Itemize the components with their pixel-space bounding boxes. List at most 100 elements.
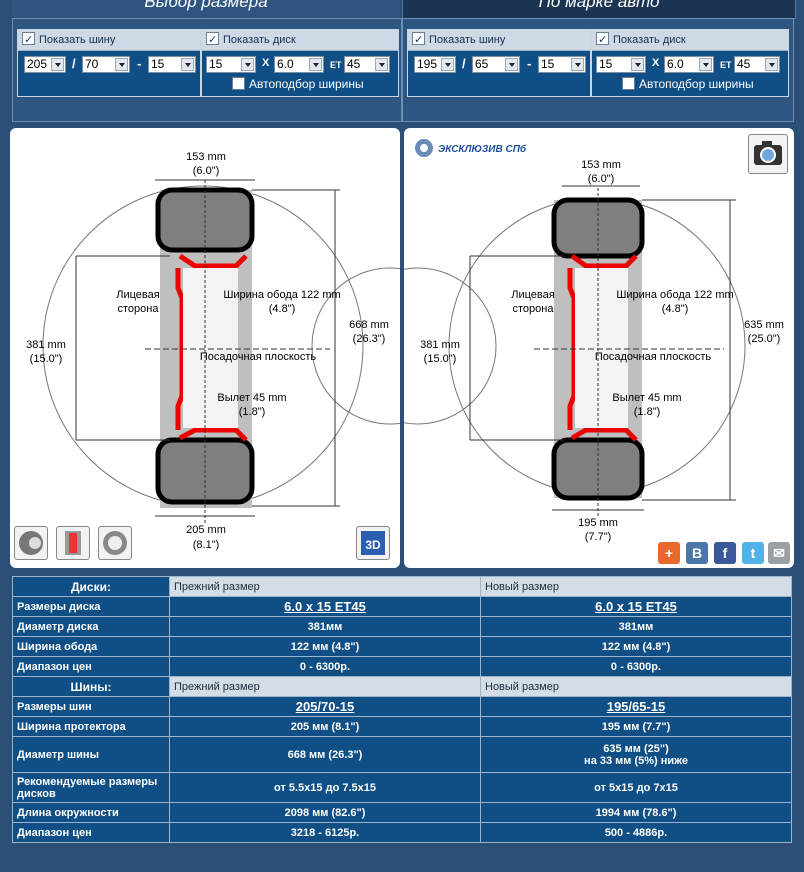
show-disk-toggle[interactable]: Показать диск — [202, 30, 398, 51]
prev-value: 2098 мм (82.6") — [169, 802, 481, 823]
rim-width-inch-label: (4.8") — [662, 303, 689, 315]
chevron-down-icon — [309, 58, 322, 71]
prev-value: 3218 - 6125р. — [169, 822, 481, 843]
row-label: Размеры шин — [12, 696, 170, 717]
tab-label: По марке авто — [538, 0, 660, 11]
row-label: Диаметр шины — [12, 736, 170, 773]
disks-section-title: Диски: — [12, 576, 170, 597]
tire-profile-select[interactable]: 70 — [82, 56, 130, 73]
face-side-label-2: сторона — [513, 303, 555, 315]
brand-logo-icon — [415, 139, 433, 157]
x-separator: X — [262, 57, 270, 69]
svg-text:3D: 3D — [365, 538, 381, 552]
camera-icon[interactable] — [748, 134, 788, 174]
tire-view-icon[interactable] — [14, 526, 48, 560]
prev-disk-size-link[interactable]: 6.0 x 15 ET45 — [284, 599, 366, 614]
checkbox-icon[interactable] — [22, 30, 35, 50]
et-label: ET — [720, 60, 732, 70]
tire-diagram-right: ЭКСКЛЮЗИВ СПб 153 mm (6.0") Лицевая стор… — [404, 139, 784, 543]
new-tire-size-link[interactable]: 195/65-15 — [606, 699, 666, 714]
tire-diameter-inch-label: (25.0") — [748, 333, 781, 345]
new-value: 0 - 6300р. — [480, 656, 792, 677]
section-view-icon[interactable] — [56, 526, 90, 560]
new-disk-size-link[interactable]: 6.0 x 15 ET45 — [595, 599, 677, 614]
disk-width-select[interactable]: 6.0 — [274, 56, 324, 73]
bottom-width-inch-label: (8.1") — [193, 539, 220, 551]
disk-diameter-select[interactable]: 15 — [596, 56, 646, 73]
row-label: Диаметр диска — [12, 616, 170, 637]
chevron-down-icon — [765, 58, 778, 71]
table-row: Ширина протектора 205 мм (8.1") 195 мм (… — [12, 716, 792, 737]
comparison-table: Диски: Прежний размер Новый размер Разме… — [12, 576, 792, 843]
disk-width-select[interactable]: 6.0 — [664, 56, 714, 73]
tire-profile-select[interactable]: 65 — [472, 56, 520, 73]
checkbox-icon[interactable] — [412, 30, 425, 50]
rim-width-label: Ширина обода 122 mm — [223, 289, 340, 301]
table-row: Размеры диска 6.0 x 15 ET45 6.0 x 15 ET4… — [12, 596, 792, 617]
disk-et-select[interactable]: 45 — [734, 56, 780, 73]
chevron-down-icon — [571, 58, 584, 71]
rim-width-inch-label: (4.8") — [269, 303, 296, 315]
prev-value: 122 мм (4.8") — [169, 636, 481, 657]
new-value: 195 мм (7.7") — [480, 716, 792, 737]
auto-width-toggle[interactable]: Автоподбор ширины — [232, 77, 364, 91]
show-tire-toggle[interactable]: Показать шину — [408, 30, 590, 51]
new-value: 122 мм (4.8") — [480, 636, 792, 657]
wheel-view-icon[interactable] — [98, 526, 132, 560]
table-row: Шины: Прежний размер Новый размер — [12, 676, 792, 697]
tire-diameter-select[interactable]: 15 — [538, 56, 586, 73]
tab-by-car[interactable]: По марке авто — [402, 0, 796, 19]
table-row: Размеры шин 205/70-15 195/65-15 — [12, 696, 792, 717]
prev-tire-size-link[interactable]: 205/70-15 — [295, 699, 355, 714]
rim-diameter-label: 381 mm — [26, 339, 66, 351]
tire-diameter-label: 635 mm — [744, 319, 784, 331]
rim-profile — [567, 253, 638, 442]
chevron-down-icon — [115, 58, 128, 71]
disk-diameter-select[interactable]: 15 — [206, 56, 256, 73]
table-row: Ширина обода 122 мм (4.8") 122 мм (4.8") — [12, 636, 792, 657]
prev-value: от 5.5x15 до 7.5x15 — [169, 772, 481, 803]
tire-diameter-inch-label: (26.3") — [353, 333, 386, 345]
prev-size-header: Прежний размер — [169, 676, 481, 697]
show-disk-toggle[interactable]: Показать диск — [592, 30, 788, 51]
checkbox-icon[interactable] — [206, 30, 219, 50]
new-value: 500 - 4886р. — [480, 822, 792, 843]
share-plus-icon[interactable]: + — [658, 542, 680, 564]
show-tire-label: Показать шину — [429, 34, 506, 46]
chevron-down-icon — [505, 58, 518, 71]
prev-value: 381мм — [169, 616, 481, 637]
new-size-header: Новый размер — [480, 576, 792, 597]
offset-inch-label: (1.8") — [634, 406, 661, 418]
tire-width-select[interactable]: 195 — [414, 56, 456, 73]
disk-et-select[interactable]: 45 — [344, 56, 390, 73]
face-side-label: Лицевая — [116, 289, 159, 301]
top-width-label: 153 mm — [581, 159, 621, 171]
checkbox-icon[interactable] — [622, 77, 635, 90]
mail-icon[interactable]: ✉ — [768, 542, 790, 564]
rim-diameter-inch-label: (15.0") — [424, 353, 457, 365]
chevron-down-icon — [51, 58, 64, 71]
row-label: Рекомендуемые размеры дисков — [12, 772, 170, 803]
table-row: Диапазон цен 0 - 6300р. 0 - 6300р. — [12, 656, 792, 677]
tab-size-selection[interactable]: Выбор размера — [12, 0, 400, 18]
show-tire-label: Показать шину — [39, 34, 116, 46]
vk-icon[interactable]: B — [686, 542, 708, 564]
tire-width-select[interactable]: 205 — [24, 56, 66, 73]
3d-view-icon[interactable]: 3D — [356, 526, 390, 560]
twitter-icon[interactable]: t — [742, 542, 764, 564]
new-value: 381мм — [480, 616, 792, 637]
prev-value: 205 мм (8.1") — [169, 716, 481, 737]
table-row: Диаметр диска 381мм 381мм — [12, 616, 792, 637]
show-tire-toggle[interactable]: Показать шину — [18, 30, 200, 51]
checkbox-icon[interactable] — [232, 77, 245, 90]
x-separator: X — [652, 57, 660, 69]
new-value: 1994 мм (78.6") — [480, 802, 792, 823]
table-row: Длина окружности 2098 мм (82.6") 1994 мм… — [12, 802, 792, 823]
facebook-icon[interactable]: f — [714, 542, 736, 564]
tire-diameter-select[interactable]: 15 — [148, 56, 196, 73]
new-value-line: 635 мм (25") — [603, 742, 669, 755]
auto-width-toggle[interactable]: Автоподбор ширины — [622, 77, 754, 91]
offset-inch-label: (1.8") — [239, 406, 266, 418]
rim-circle — [311, 267, 400, 425]
checkbox-icon[interactable] — [596, 30, 609, 50]
